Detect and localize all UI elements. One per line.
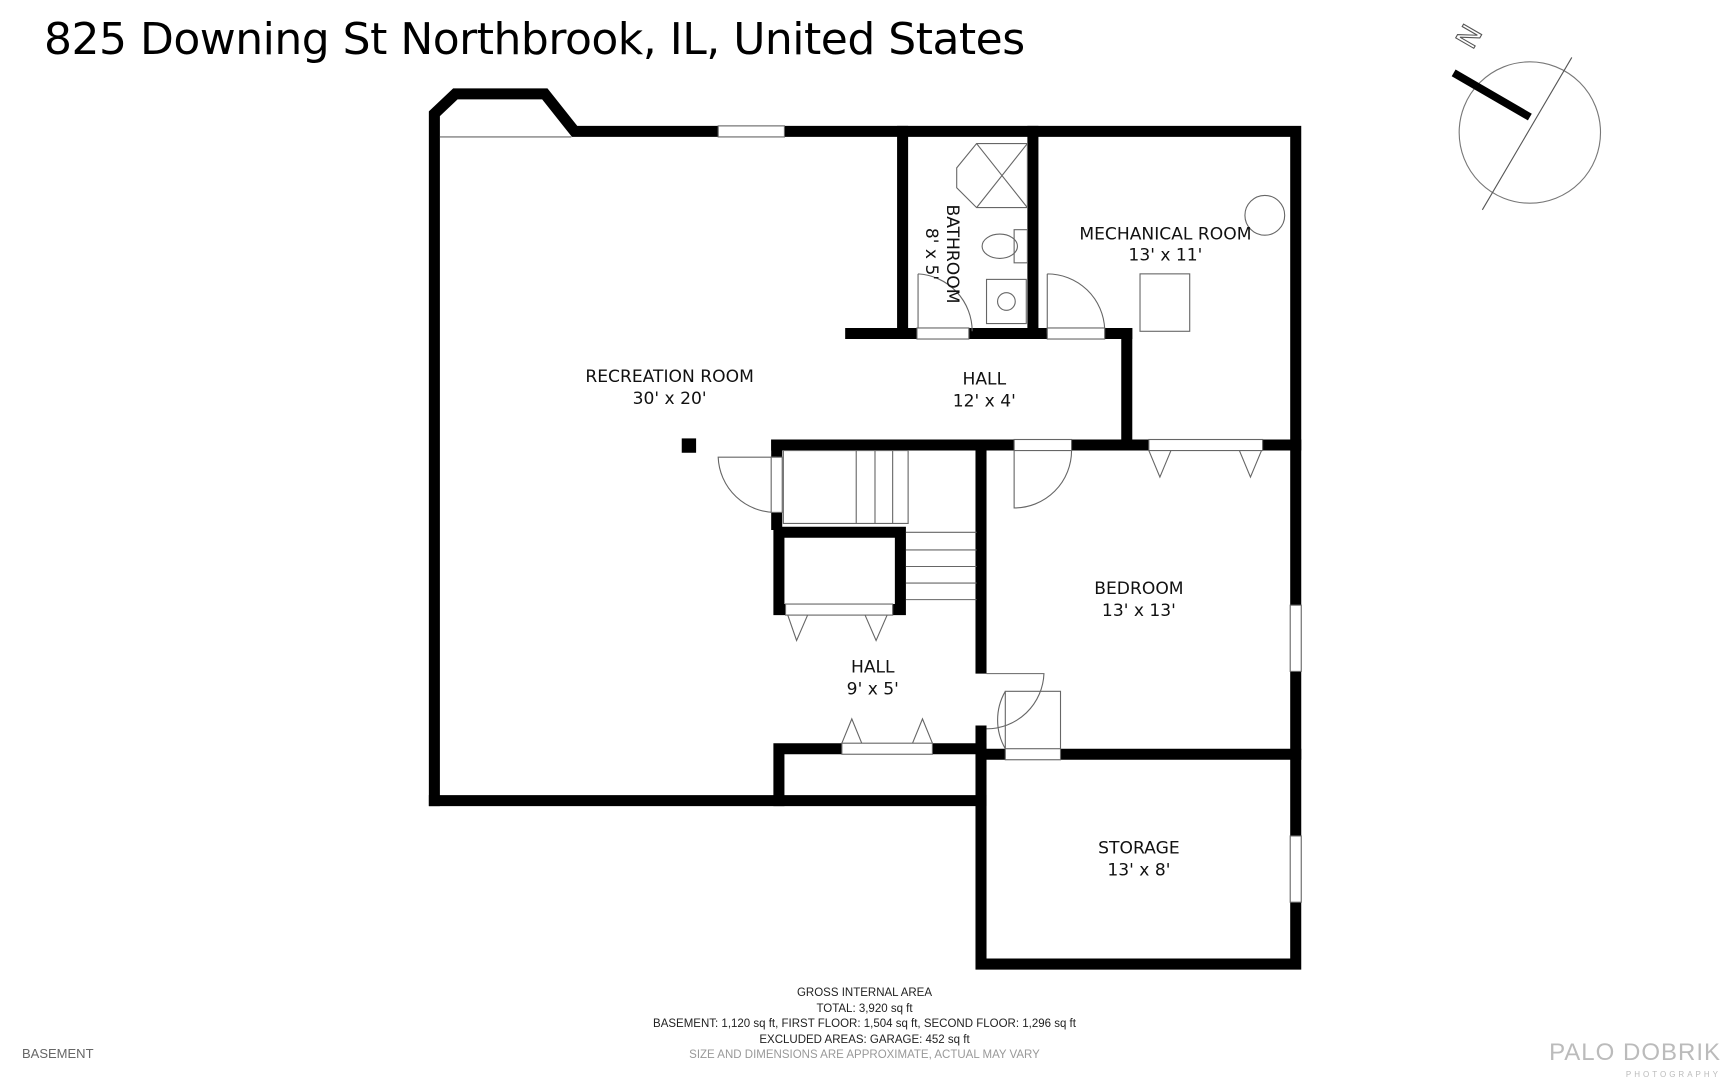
svg-text:MECHANICAL ROOM: MECHANICAL ROOM — [1079, 225, 1251, 245]
svg-text:HALL: HALL — [962, 369, 1006, 389]
svg-text:RECREATION ROOM: RECREATION ROOM — [585, 367, 754, 387]
room-bedroom: BEDROOM 13' x 13' — [1094, 579, 1183, 621]
svg-text:BEDROOM: BEDROOM — [1094, 579, 1183, 599]
room-recreation: RECREATION ROOM 30' x 20' — [585, 367, 754, 409]
logo: PALO DOBRIK PHOTOGRAPHY — [1549, 1039, 1721, 1086]
svg-text:BATHROOM: BATHROOM — [942, 204, 962, 303]
page-title: 825 Downing St Northbrook, IL, United St… — [44, 14, 1025, 65]
window — [1289, 835, 1302, 903]
floor-name: BASEMENT — [22, 1046, 94, 1061]
room-storage: STORAGE 13' x 8' — [1098, 839, 1179, 881]
fixtures — [681, 143, 1286, 453]
north-label: N — [1449, 19, 1489, 55]
window — [1289, 604, 1302, 672]
area-heading: GROSS INTERNAL AREA — [796, 987, 933, 999]
area-summary: GROSS INTERNAL AREA TOTAL: 3,920 sq ft B… — [0, 986, 1729, 1064]
stairs — [782, 450, 977, 601]
svg-text:8' x 5': 8' x 5' — [921, 228, 941, 280]
logo-sub: PHOTOGRAPHY — [1625, 1070, 1721, 1079]
svg-text:30' x 20': 30' x 20' — [633, 389, 707, 409]
doors — [717, 273, 1264, 761]
room-hall-upper: HALL 12' x 4' — [953, 369, 1016, 411]
svg-text:9' x 5': 9' x 5' — [847, 680, 899, 700]
room-bathroom: BATHROOM 8' x 5' — [921, 204, 962, 303]
svg-text:13' x 8': 13' x 8' — [1107, 861, 1170, 881]
svg-text:STORAGE: STORAGE — [1098, 839, 1179, 859]
area-total: TOTAL: 3,920 sq ft — [816, 1002, 913, 1015]
svg-text:HALL: HALL — [851, 658, 895, 678]
room-hall-lower: HALL 9' x 5' — [847, 658, 899, 700]
compass: N — [1448, 18, 1602, 211]
window — [717, 125, 785, 138]
svg-text:12' x 4': 12' x 4' — [953, 391, 1016, 411]
area-disclaimer: SIZE AND DIMENSIONS ARE APPROXIMATE, ACT… — [689, 1049, 1040, 1061]
svg-text:13' x 13': 13' x 13' — [1102, 601, 1176, 621]
walls — [428, 88, 1302, 970]
svg-text:13' x 11': 13' x 11' — [1128, 246, 1202, 266]
area-floors: BASEMENT: 1,120 sq ft, FIRST FLOOR: 1,50… — [653, 1018, 1076, 1030]
area-excluded: EXCLUDED AREAS: GARAGE: 452 sq ft — [759, 1033, 970, 1046]
logo-main: PALO DOBRIK — [1549, 1039, 1721, 1066]
north-arrow-icon — [1451, 69, 1532, 121]
room-mechanical: MECHANICAL ROOM 13' x 11' — [1079, 225, 1251, 266]
